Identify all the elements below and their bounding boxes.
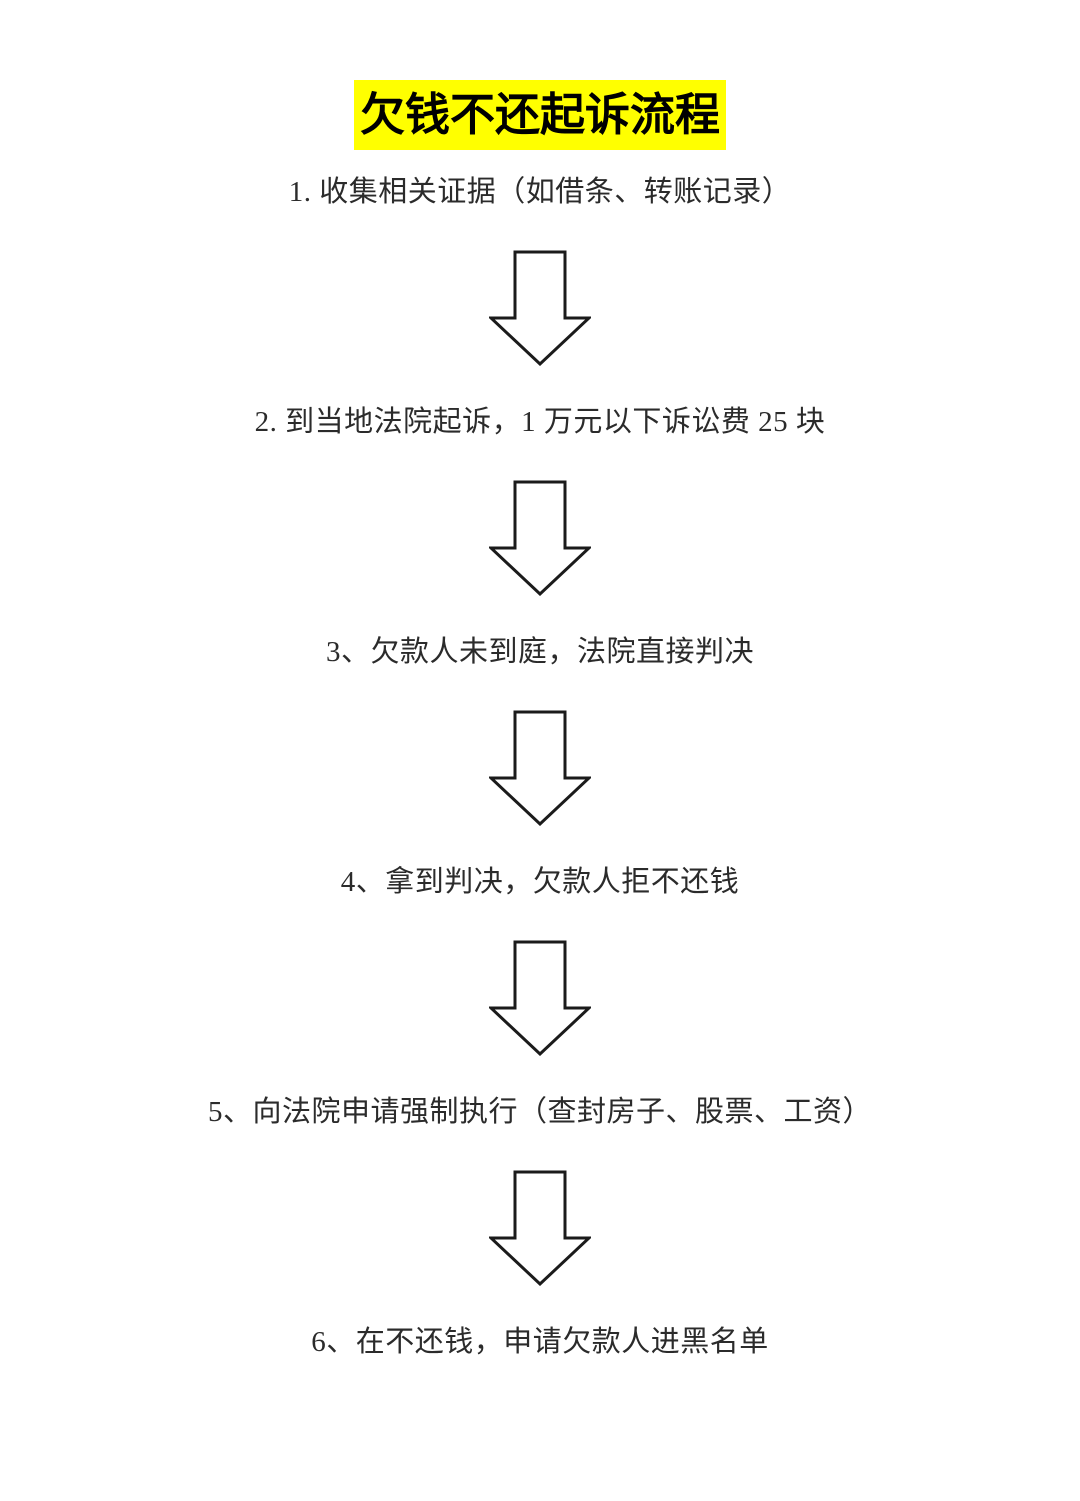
flow-step-5: 5、向法院申请强制执行（查封房子、股票、工资） <box>207 1096 872 1128</box>
down-arrow-icon-2 <box>489 480 591 596</box>
flow-step-6: 6、在不还钱，申请欠款人进黑名单 <box>311 1326 769 1358</box>
down-arrow-icon-1 <box>489 250 591 366</box>
down-arrow-icon-5 <box>489 1170 591 1286</box>
flowchart-steps: 1. 收集相关证据（如借条、转账记录） 2. 到当地法院起诉，1 万元以下诉讼费… <box>0 158 1080 1362</box>
down-arrow-icon-4 <box>489 940 591 1056</box>
flow-step-3: 3、欠款人未到庭，法院直接判决 <box>325 636 754 668</box>
page-title-container: 欠钱不还起诉流程 <box>0 72 1080 158</box>
down-arrow-icon-3 <box>489 710 591 826</box>
flow-step-2: 2. 到当地法院起诉，1 万元以下诉讼费 25 块 <box>254 406 826 438</box>
page-title: 欠钱不还起诉流程 <box>353 80 726 150</box>
flow-step-4: 4、拿到判决，欠款人拒不还钱 <box>340 866 740 898</box>
flow-step-1: 1. 收集相关证据（如借条、转账记录） <box>288 176 792 208</box>
